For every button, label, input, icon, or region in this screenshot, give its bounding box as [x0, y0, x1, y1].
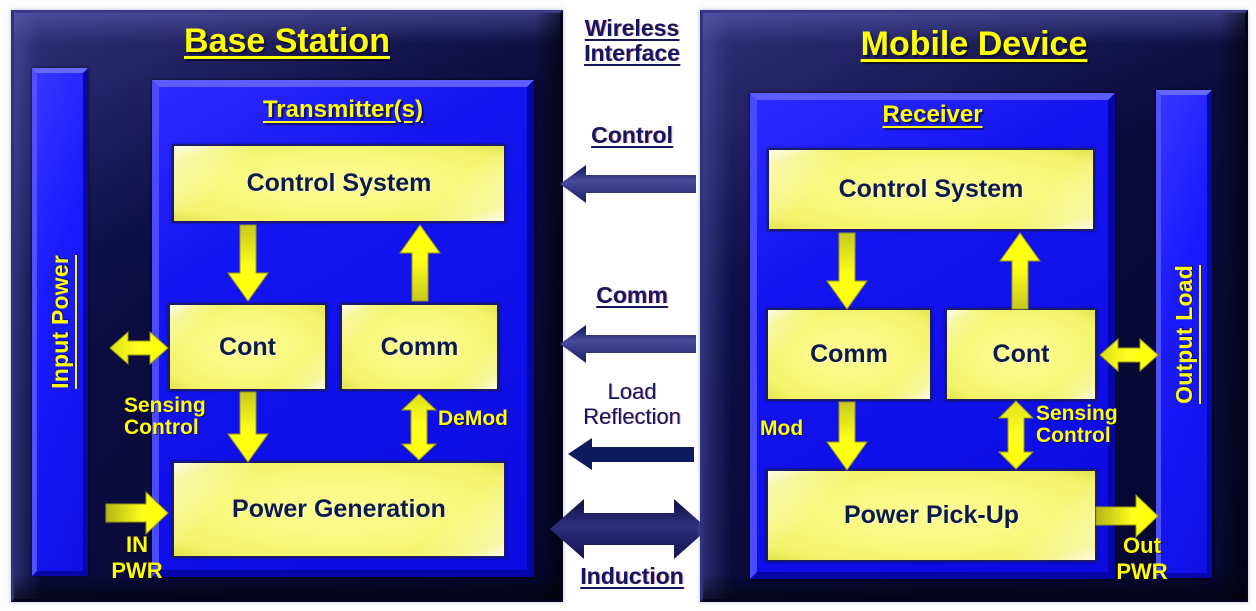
bs-block-power-generation-label: Power Generation: [232, 495, 446, 523]
md-out-pwr-label: Out PWR: [1116, 533, 1168, 584]
md-block-cont[interactable]: Cont: [945, 308, 1097, 401]
wi-induction-label: Induction: [580, 563, 684, 589]
md-arrow-cont-to-cs-up: [999, 232, 1041, 310]
md-arrow-cont-to-load-double: [1099, 333, 1159, 377]
output-load-bar: Output Load: [1156, 90, 1212, 578]
transmitter-title: Transmitter(s): [262, 96, 424, 123]
md-arrow-sensing-control-double: [995, 400, 1037, 470]
bs-arrow-cs-to-cont-down: [227, 224, 269, 302]
md-block-power-pickup-label: Power Pick-Up: [843, 501, 1020, 529]
wi-induction-arrow-double: [550, 498, 708, 560]
md-block-comm-label: Comm: [810, 340, 888, 368]
bs-arrow-sensing-control-double: [109, 326, 169, 370]
bs-in-pwr-label: IN PWR: [111, 532, 163, 583]
md-arrow-cs-to-comm-down: [826, 232, 868, 310]
bs-block-control-system-label: Control System: [246, 169, 432, 197]
wi-comm-arrow-left: [560, 323, 696, 365]
md-mod-label: Mod: [760, 417, 804, 440]
wi-load-reflection-arrow-left: [568, 437, 694, 471]
mobile-device-title: Mobile Device: [860, 25, 1088, 63]
md-sensing-control-label: Sensing Control: [1036, 402, 1118, 447]
bs-sensing-control-label: Sensing Control: [124, 394, 206, 439]
base-station-title: Base Station: [184, 22, 390, 60]
receiver-title: Receiver: [882, 101, 983, 128]
md-arrow-comm-to-pickup-down: [826, 401, 868, 471]
bs-block-control-system[interactable]: Control System: [172, 144, 506, 223]
md-block-power-pickup[interactable]: Power Pick-Up: [766, 469, 1097, 562]
md-block-control-system[interactable]: Control System: [767, 148, 1095, 231]
bs-block-cont[interactable]: Cont: [168, 303, 327, 391]
bs-block-comm[interactable]: Comm: [340, 303, 499, 391]
bs-demod-label: DeMod: [438, 407, 508, 430]
bs-block-comm-label: Comm: [380, 332, 459, 361]
wi-comm-label: Comm: [596, 282, 668, 308]
bs-arrow-demod-double: [398, 393, 440, 461]
md-block-comm[interactable]: Comm: [766, 308, 932, 401]
wi-control-arrow-left: [560, 163, 696, 205]
output-load-label: Output Load: [1170, 264, 1197, 404]
bs-arrow-in-pwr-right: [105, 490, 169, 536]
md-block-cont-label: Cont: [992, 340, 1050, 368]
input-power-label: Input Power: [46, 255, 73, 389]
md-block-control-system-label: Control System: [838, 175, 1024, 203]
wireless-interface-heading: Wireless Interface: [584, 15, 680, 66]
input-power-bar: Input Power: [32, 68, 88, 576]
wi-control-label: Control: [591, 122, 673, 148]
bs-arrow-cont-to-pg-down: [227, 391, 269, 463]
wi-load-reflection-label: Load Reflection: [583, 379, 681, 429]
bs-block-cont-label: Cont: [219, 332, 276, 361]
md-arrow-out-pwr-right: [1095, 493, 1159, 539]
bs-arrow-comm-to-cs-up: [399, 224, 441, 302]
bs-block-power-generation[interactable]: Power Generation: [172, 461, 506, 558]
